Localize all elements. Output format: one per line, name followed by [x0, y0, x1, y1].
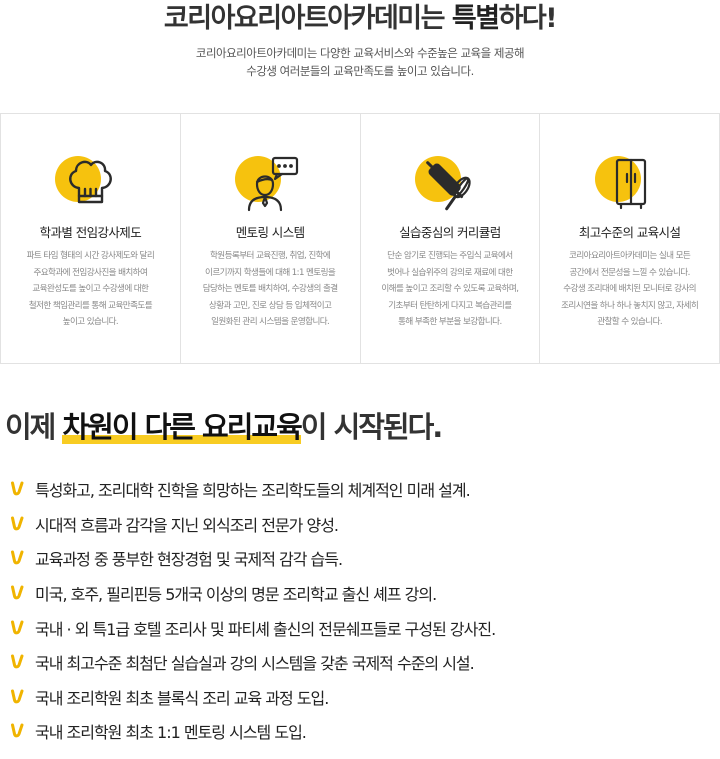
feature-text: 학원등록부터 교육진행, 취업, 진학에 이르기까지 학생들에 대해 1:1 멘… [202, 251, 338, 327]
list-item: 국내 조리학원 최초 1:1 멘토링 시스템 도입. [10, 714, 495, 749]
feature-title: 멘토링 시스템 [235, 225, 305, 240]
mentor-speech-icon [235, 150, 305, 220]
list-item: 국내 최고수준 최첨단 실습실과 강의 시스템을 갖춘 국제적 수준의 시설. [10, 645, 495, 680]
hero-title-normal: 코리아요리아트아카데미는 [163, 3, 452, 34]
feature-text: 단순 암기로 진행되는 주입식 교육에서 벗어나 실습위주의 강의로 재료에 대… [381, 251, 519, 327]
list-item: 국내 조리학원 최초 블록식 조리 교육 과정 도입. [10, 680, 495, 715]
section-title: 이제 차원이 다른 요리교육이 시작된다. [5, 410, 443, 444]
check-icon [11, 654, 24, 669]
list-item: 특성화고, 조리대학 진학을 희망하는 조리학도들의 체계적인 미래 설계. [10, 472, 495, 507]
check-icon [11, 723, 24, 738]
feature-title: 최고수준의 교육시설 [578, 225, 681, 240]
check-icon [11, 689, 24, 704]
check-icon [11, 516, 24, 531]
section-title-highlight: 차원이 다른 요리교육 [62, 410, 303, 444]
hero-title-end: 하다! [498, 3, 558, 34]
hero-title: 코리아요리아트아카데미는 특별하다! [0, 0, 720, 35]
chef-hat-icon [55, 150, 125, 220]
hero-desc-line: 수강생 여러분들의 교육만족도를 높이고 있습니다. [246, 64, 474, 78]
check-icon [11, 620, 24, 635]
feature-card-facilities: 최고수준의 교육시설 코리아요리아트아카데미는 실내 모든 공간에서 전문성을 … [540, 114, 719, 363]
check-icon [11, 585, 24, 600]
refrigerator-icon [594, 150, 665, 220]
check-icon [11, 550, 24, 565]
list-item: 교육과정 중 풍부한 현장경험 및 국제적 감각 습득. [10, 541, 495, 576]
list-item: 미국, 호주, 필리핀등 5개국 이상의 명문 조리학교 출신 셰프 강의. [10, 576, 495, 611]
feature-text: 코리아요리아트아카데미는 실내 모든 공간에서 전문성을 느낄 수 있습니다. … [561, 251, 699, 327]
feature-points-list: 특성화고, 조리대학 진학을 희망하는 조리학도들의 체계적인 미래 설계. 시… [10, 472, 496, 749]
hero-desc-line: 코리아요리아트아카데미는 다양한 교육서비스와 수준높은 교육을 제공해 [195, 46, 525, 60]
feature-card-instructors: 학과별 전임강사제도 파트 타임 형태의 시간 강사제도와 달리 주요학과에 전… [1, 114, 181, 363]
check-icon [11, 481, 24, 496]
hero-title-bold: 특별 [451, 3, 500, 34]
feature-card-mentoring: 멘토링 시스템 학원등록부터 교육진행, 취업, 진학에 이르기까지 학생들에 … [181, 114, 361, 363]
feature-text: 파트 타임 형태의 시간 강사제도와 달리 주요학과에 전임강사진을 배치하여 … [26, 251, 155, 327]
hero-description: 코리아요리아트아카데미는 다양한 교육서비스와 수준높은 교육을 제공해 수강생… [0, 44, 720, 80]
feature-title: 실습중심의 커리큘럼 [399, 225, 501, 240]
list-item: 국내 · 외 특1급 호텔 조리사 및 파티셰 출신의 전문쉐프들로 구성된 강… [10, 610, 496, 645]
feature-card-curriculum: 실습중심의 커리큘럼 단순 암기로 진행되는 주입식 교육에서 벗어나 실습위주… [361, 114, 541, 363]
feature-grid: 학과별 전임강사제도 파트 타임 형태의 시간 강사제도와 달리 주요학과에 전… [0, 113, 720, 364]
list-item: 시대적 흐름과 감각을 지닌 외식조리 전문가 양성. [10, 507, 495, 542]
rolling-pin-whisk-icon [414, 150, 485, 220]
feature-title: 학과별 전임강사제도 [39, 225, 142, 240]
